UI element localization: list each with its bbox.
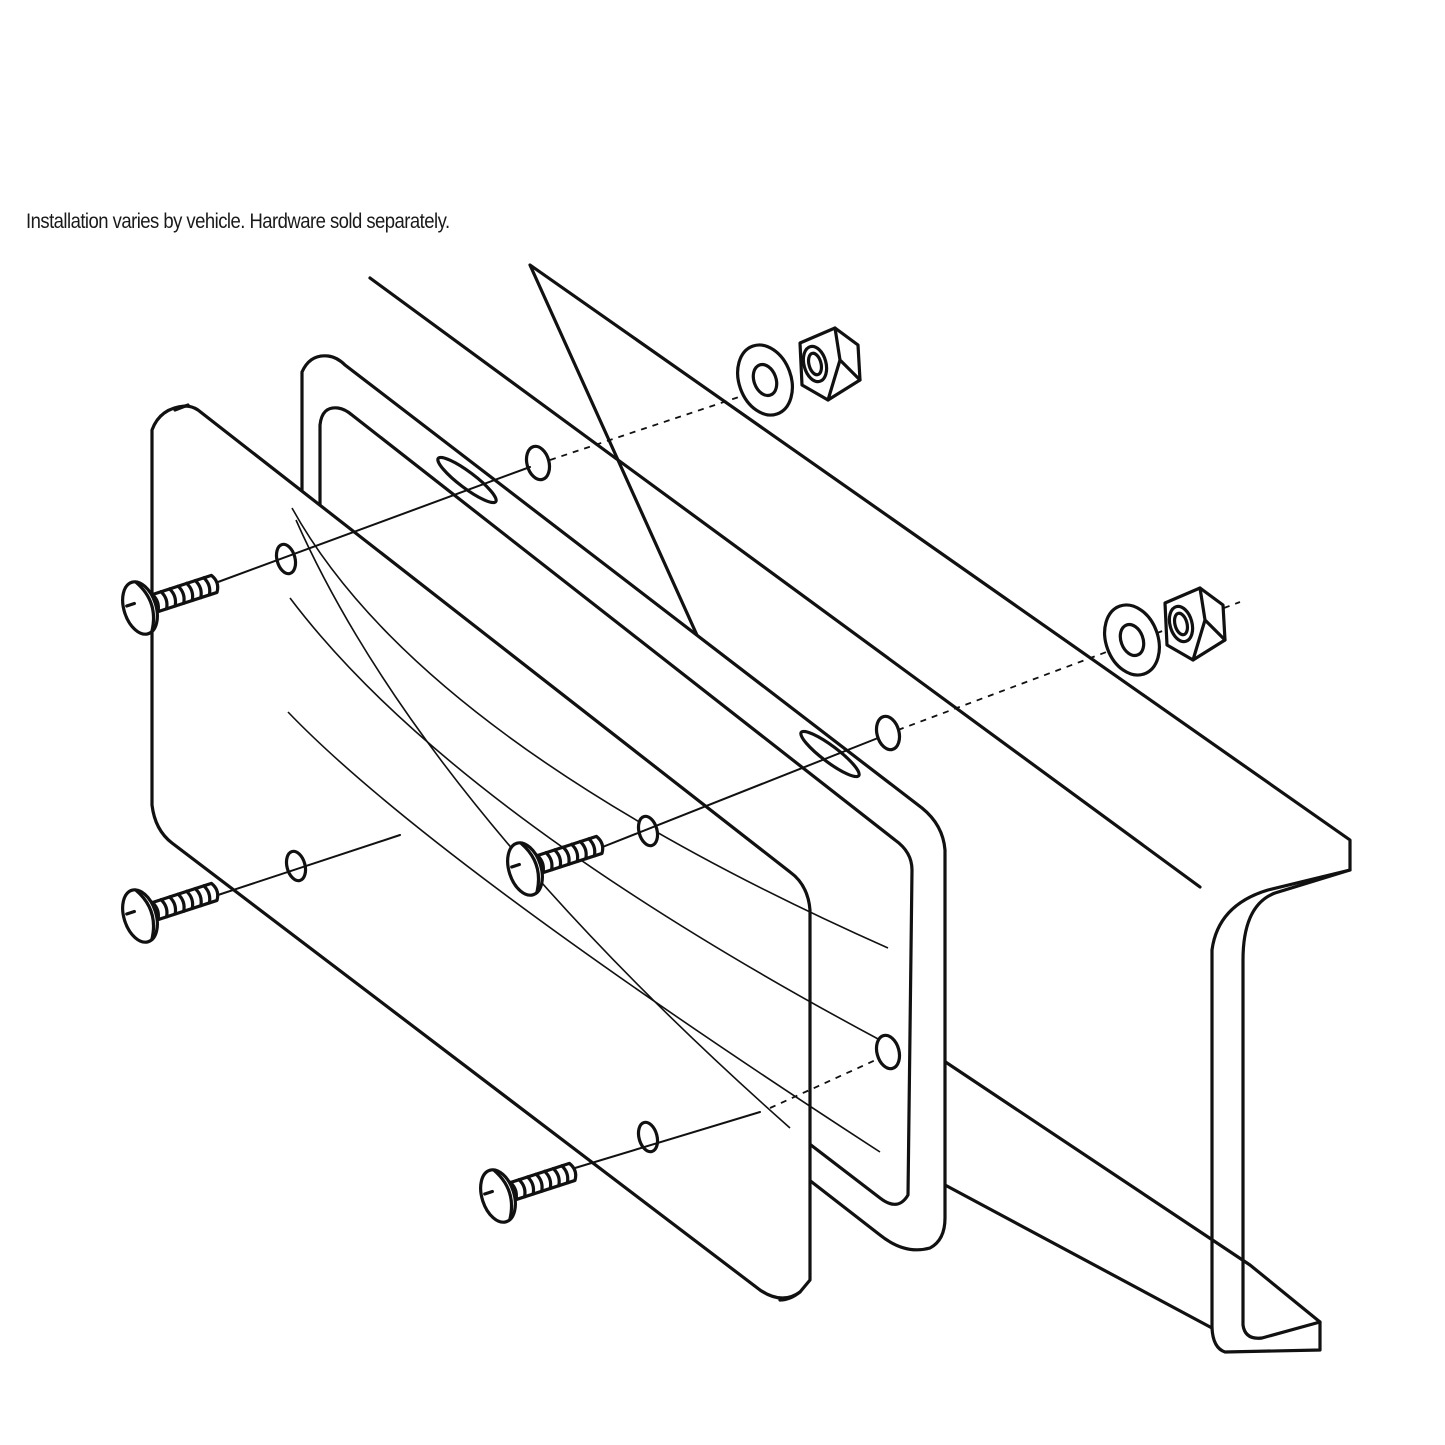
shield-hole-bottom-left	[284, 849, 308, 883]
bumper-bracket	[368, 263, 1352, 1354]
shield-edge-thickness	[173, 403, 802, 1302]
bracket-hole-top-left	[524, 444, 552, 482]
shield-reflection-4	[295, 519, 791, 1129]
screw-top-right	[506, 834, 605, 897]
shield-hole-top-left	[274, 542, 298, 576]
screw-top-left	[121, 573, 220, 636]
guide-line-bottom-left	[217, 834, 401, 896]
screws	[121, 573, 605, 1224]
bracket-hole-bottom-right	[874, 1033, 902, 1071]
guide-line-top-right	[599, 737, 879, 849]
hex-nut-bottom	[1163, 586, 1227, 662]
frame-slot-top-left	[436, 455, 498, 505]
bracket-top-edge	[368, 276, 1202, 889]
guide-line-top-left	[217, 466, 531, 583]
hex-nut-top	[798, 326, 862, 402]
bracket-bottom-edge	[943, 1183, 1214, 1330]
caption-text: Installation varies by vehicle. Hardware…	[26, 210, 450, 233]
frame-slot-top-right	[799, 729, 861, 779]
shield-reflection-3	[287, 711, 881, 1153]
screw-bottom-left	[121, 881, 220, 944]
shield-reflection-2	[289, 597, 881, 1041]
shield-reflection-1	[291, 507, 889, 949]
washer-bottom	[1103, 603, 1161, 677]
bracket-inner-lip	[1241, 868, 1352, 1340]
plate-shield	[150, 403, 889, 1302]
guide-dash-bottom-right	[769, 1057, 881, 1109]
shield-body	[150, 404, 812, 1300]
screw-bottom-right	[479, 1161, 578, 1224]
washer-top	[736, 343, 794, 417]
bracket-holes	[524, 444, 902, 1071]
guide-line-bottom-right	[574, 1111, 761, 1169]
